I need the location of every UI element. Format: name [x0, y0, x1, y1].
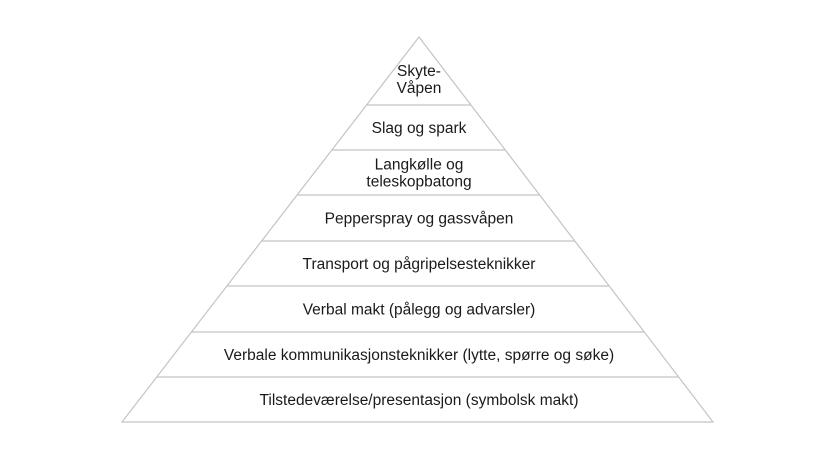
pyramid-level-label-line: Tilstedeværelse/presentasjon (symbolsk m… — [259, 392, 578, 409]
pyramid-level-transport: Transport og pågripelsesteknikker — [303, 256, 536, 273]
pyramid-level-label-line: Verbale kommunikasjonsteknikker (lytte, … — [224, 347, 614, 364]
pyramid-outline — [120, 36, 715, 423]
pyramid-level-label-line: Våpen — [397, 80, 442, 97]
pyramid-level-label-line: Slag og spark — [372, 120, 467, 137]
pyramid-level-verbale-kommunikasjon: Verbale kommunikasjonsteknikker (lytte, … — [224, 347, 614, 364]
pyramid-level-label-line: Pepperspray og gassvåpen — [325, 211, 514, 228]
pyramid-level-skytevapen: Skyte-Våpen — [397, 63, 442, 97]
pyramid-level-verbal-makt: Verbal makt (pålegg og advarsler) — [303, 302, 536, 319]
pyramid-level-tilstedevaerelse: Tilstedeværelse/presentasjon (symbolsk m… — [259, 392, 578, 409]
pyramid-level-label-line: Transport og pågripelsesteknikker — [303, 256, 536, 273]
pyramid-level-label-line: teleskopbatong — [366, 174, 471, 191]
level-dividers — [156, 104, 679, 378]
pyramid-level-label-line: Verbal makt (pålegg og advarsler) — [303, 302, 536, 319]
pyramid-level-slag-og-spark: Slag og spark — [372, 120, 467, 137]
pyramid-level-pepperspray: Pepperspray og gassvåpen — [325, 211, 514, 228]
pyramid-level-label-line: Skyte- — [397, 63, 441, 80]
pyramid-level-label-line: Langkølle og — [375, 157, 464, 174]
